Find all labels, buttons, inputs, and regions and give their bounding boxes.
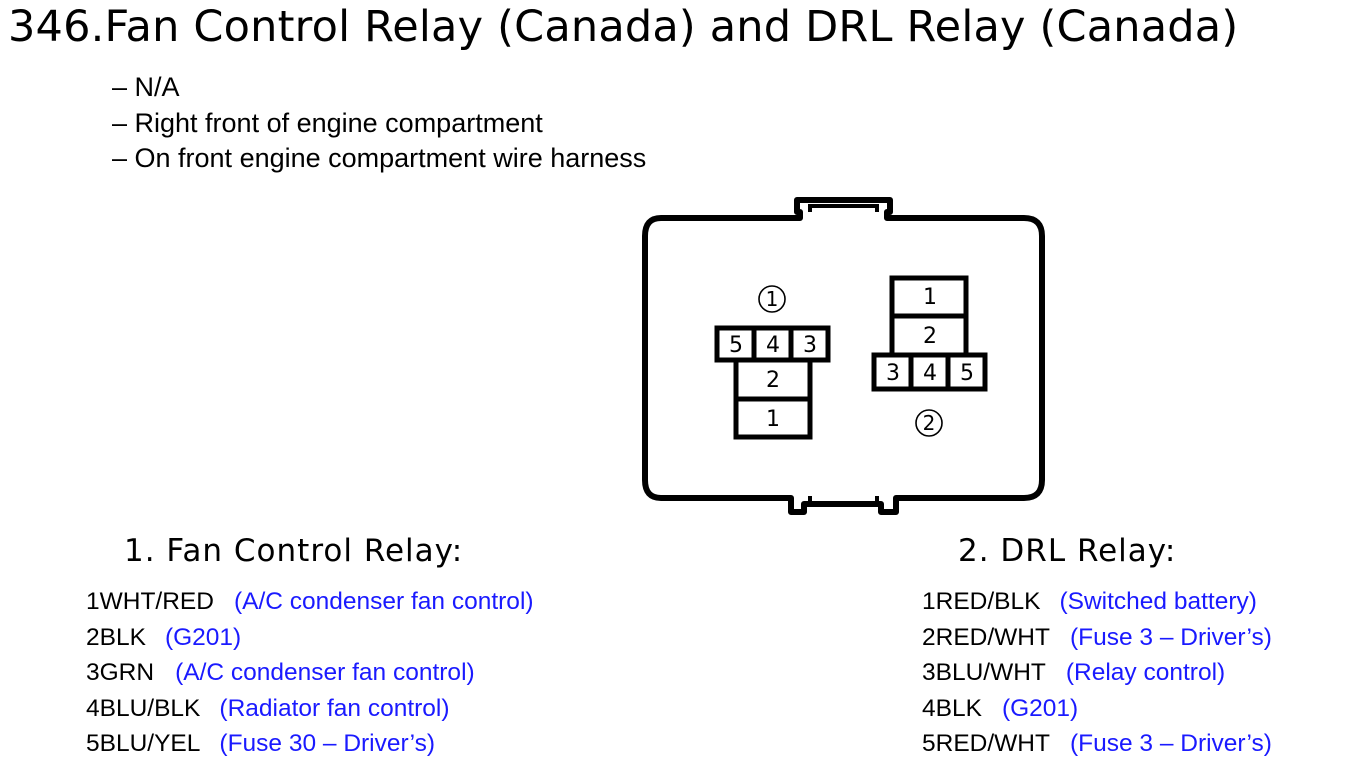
- wire-code: 4BLK: [922, 694, 982, 722]
- wire-description: (A/C condenser fan control): [175, 659, 475, 686]
- relay1-pin-label: 5: [729, 333, 743, 358]
- list-item: 1RED/BLK (Switched battery): [922, 584, 1272, 620]
- relay1-socket: 1 5 4 3 2 1: [714, 285, 831, 440]
- top-tab-notch: [808, 204, 879, 212]
- relay2-pin-label: 2: [923, 324, 937, 349]
- list-item: 2BLK (G201): [86, 620, 534, 656]
- wire-description: (Fuse 3 – Driver’s): [1069, 730, 1272, 757]
- relay2-number: 2: [923, 411, 936, 435]
- wire-code: 3GRN: [86, 659, 155, 686]
- wire-code: 2BLK: [86, 623, 146, 651]
- list-item: 1WHT/RED (A/C condenser fan control): [86, 584, 534, 620]
- wire-code: 2RED/WHT: [922, 623, 1050, 651]
- page-title: 346.Fan Control Relay (Canada) and DRL R…: [8, 2, 1239, 52]
- relay2-pin-label: 4: [923, 361, 937, 386]
- relay1-pin1-cell: [733, 396, 813, 440]
- relay2-pin-label: 1: [923, 285, 937, 310]
- relay1-pin-label: 3: [803, 333, 817, 358]
- wire-description: (G201): [1001, 694, 1079, 722]
- relay1-pin-label: 1: [766, 407, 780, 432]
- info-line: – On front engine compartment wire harne…: [112, 143, 647, 173]
- list-item: 5RED/WHT (Fuse 3 – Driver’s): [922, 726, 1272, 762]
- list-item: 4BLU/BLK (Radiator fan control): [86, 691, 534, 727]
- relay1-number: 1: [766, 287, 779, 311]
- relay2-title: 2. DRL Relay:: [958, 533, 1177, 569]
- wire-description: (Switched battery): [1059, 588, 1257, 615]
- list-item: 2RED/WHT (Fuse 3 – Driver’s): [922, 620, 1272, 656]
- wire-code: 1RED/BLK: [922, 588, 1041, 615]
- bottom-tab-notch: [808, 496, 879, 504]
- list-item: 3GRN (A/C condenser fan control): [86, 655, 534, 691]
- relay2-pin-label: 5: [960, 361, 974, 386]
- relay1-title: 1. Fan Control Relay:: [124, 533, 464, 569]
- relay1-pin-label: 2: [766, 368, 780, 393]
- relay1-pin-label: 4: [766, 333, 780, 358]
- wire-code: 5BLU/YEL: [86, 730, 201, 757]
- list-item: 5BLU/YEL (Fuse 30 – Driver’s): [86, 726, 534, 762]
- relay2-pin-list: 1RED/BLK (Switched battery) 2RED/WHT (Fuse…: [922, 584, 1272, 762]
- relay-housing-outline: [642, 197, 1045, 515]
- wire-description: (A/C condenser fan control): [233, 588, 534, 615]
- wire-code: 1WHT/RED: [86, 588, 214, 615]
- wire-description: (Radiator fan control): [219, 694, 450, 722]
- wire-description: (Fuse 3 – Driver’s): [1069, 623, 1272, 651]
- wire-code: 3BLU/WHT: [922, 659, 1046, 686]
- list-item: 3BLU/WHT (Relay control): [922, 655, 1272, 691]
- relay1-number-circle: [758, 285, 786, 313]
- location-info: – N/A – Right front of engine compartmen…: [112, 70, 646, 177]
- relay2-pin5-cell: [945, 352, 988, 392]
- wire-code: 4BLU/BLK: [86, 694, 201, 722]
- relay2-pin-label: 3: [886, 361, 900, 386]
- wire-description: (Relay control): [1065, 659, 1226, 686]
- connector-diagram: 1 5 4 3 2 1 1 2 3 4 5 2: [642, 197, 1045, 515]
- wire-code: 5RED/WHT: [922, 730, 1050, 757]
- list-item: 4BLK (G201): [922, 691, 1272, 727]
- relay1-pin-list: 1WHT/RED (A/C condenser fan control) 2BLK…: [86, 584, 534, 762]
- relay2-number-circle: [915, 409, 943, 437]
- info-line: – N/A: [112, 72, 180, 102]
- wire-description: (G201): [164, 623, 242, 651]
- wire-description: (Fuse 30 – Driver’s): [219, 730, 435, 757]
- relay2-socket: 1 2 3 4 5 2: [871, 275, 988, 437]
- info-line: – Right front of engine compartment: [112, 107, 543, 138]
